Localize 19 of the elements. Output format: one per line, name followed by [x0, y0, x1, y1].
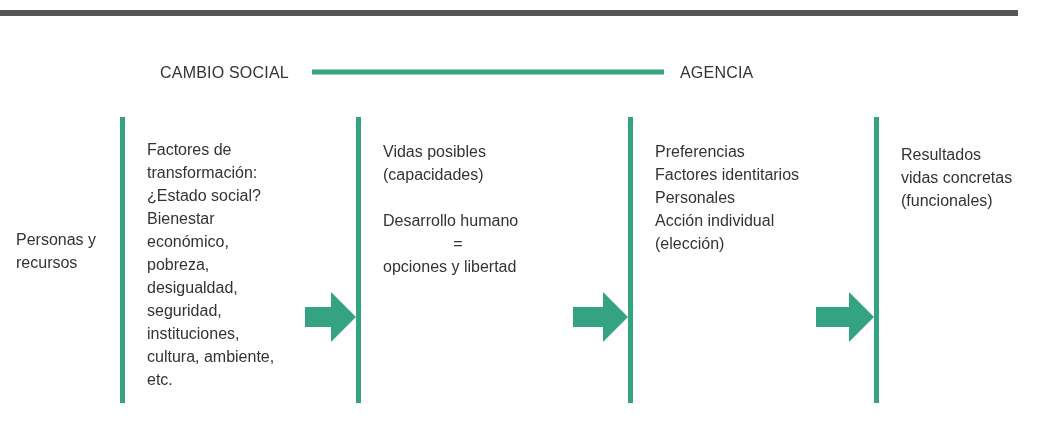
column-text: opciones y libertad: [383, 257, 518, 277]
column-text: Factores de transformación: ¿Estado social?: [147, 140, 262, 206]
column-text: Personas y recursos: [16, 230, 98, 273]
column-text: vidas concretas (funcionales): [901, 168, 1014, 211]
column-text: AGENCIA: [680, 63, 755, 83]
connector-line: [312, 69, 664, 75]
column-text: Acción individual (elección): [655, 211, 776, 254]
column-text: Preferencias: [655, 142, 746, 162]
column-text: Resultados: [901, 145, 983, 165]
column-text: Desarrollo humano: [383, 211, 520, 231]
column-text: Factores identitarios: [655, 165, 801, 185]
column-text: Personales: [655, 188, 737, 208]
column-text: =: [452, 234, 464, 254]
block-arrow: [573, 292, 628, 342]
column-text: Bienestar económico, pobreza, desigualdad, seguridad, instituciones, cultura, ambiente, etc.: [147, 209, 276, 390]
column-text: Vidas posibles (capacidades): [383, 142, 487, 185]
block-arrow: [816, 292, 874, 342]
block-arrow: [305, 292, 356, 342]
column-text: CAMBIO SOCIAL: [160, 63, 290, 83]
